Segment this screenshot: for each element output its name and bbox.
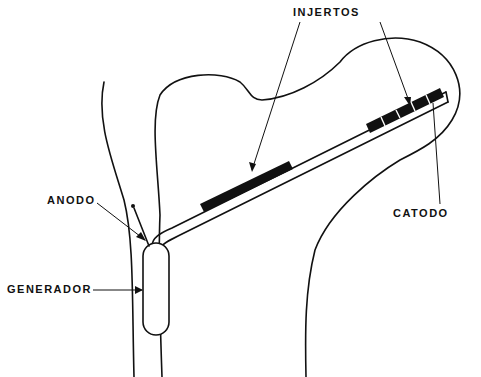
anode-wire <box>134 208 149 246</box>
leader-line <box>433 103 440 204</box>
part-label: INJERTOS <box>292 6 361 18</box>
part-label: CATODO <box>392 207 450 219</box>
graft-block <box>200 161 293 212</box>
graft-divisions <box>381 95 430 126</box>
part-label: GENERADOR <box>6 283 93 295</box>
arrow-head <box>249 162 256 172</box>
arrow-head <box>404 97 411 106</box>
cathode-point <box>430 97 434 101</box>
graft-block <box>366 88 444 133</box>
generator-capsule <box>143 243 169 335</box>
nail-tip <box>446 92 448 102</box>
arrow-head <box>135 286 143 294</box>
bone-edge <box>102 82 134 377</box>
anode-tip <box>131 204 135 208</box>
leader-line <box>97 203 145 240</box>
part-label: ANODO <box>46 194 96 206</box>
leader-line <box>380 22 410 104</box>
femur-outline <box>155 38 460 377</box>
leader-line <box>252 22 300 170</box>
nail-edge <box>160 102 448 248</box>
arrow-head <box>136 232 146 241</box>
leader-line <box>86 290 142 291</box>
